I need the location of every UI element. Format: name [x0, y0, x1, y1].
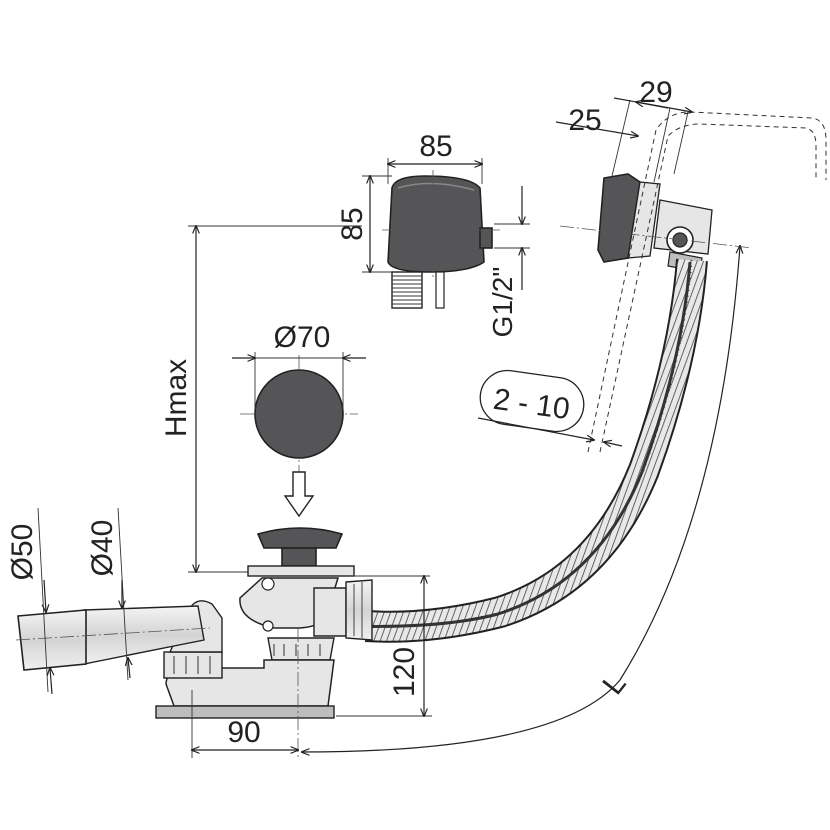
- dim-width-90: 90: [192, 628, 298, 758]
- label-90: 90: [227, 716, 260, 749]
- dim-thread-g12: G1/2": [487, 186, 530, 337]
- knob-thread: [391, 271, 445, 309]
- dim-diameter-40: Ø40: [86, 507, 130, 681]
- dim-height-85: 85: [336, 176, 392, 272]
- control-knob: [382, 170, 500, 309]
- label-29: 29: [639, 76, 672, 109]
- dim-diameter-50: Ø50: [6, 507, 52, 695]
- plug-cap: [240, 355, 358, 472]
- insert-arrow-icon: [283, 471, 315, 518]
- label-thread: G1/2": [487, 267, 518, 338]
- label-dia-50: Ø50: [6, 524, 39, 581]
- tub-wall-outline: [587, 111, 827, 453]
- dim-wall-thickness: 2 - 10: [477, 369, 623, 446]
- label-120: 120: [388, 647, 421, 697]
- label-dia-40: Ø40: [86, 520, 119, 577]
- dim-25-29: 25 29: [555, 76, 692, 183]
- label-25: 25: [568, 104, 601, 137]
- dim-hmax: Hmax: [160, 226, 362, 572]
- label-85-height: 85: [336, 207, 369, 240]
- overflow-head: [559, 173, 753, 273]
- label-L: L: [596, 667, 632, 700]
- dim-height-120: 120: [336, 576, 432, 716]
- dim-width-85: 85: [388, 130, 482, 184]
- label-85-width: 85: [419, 130, 452, 163]
- label-dia-70: Ø70: [274, 321, 331, 354]
- drain-assembly: [15, 527, 430, 719]
- label-hmax: Hmax: [160, 359, 193, 437]
